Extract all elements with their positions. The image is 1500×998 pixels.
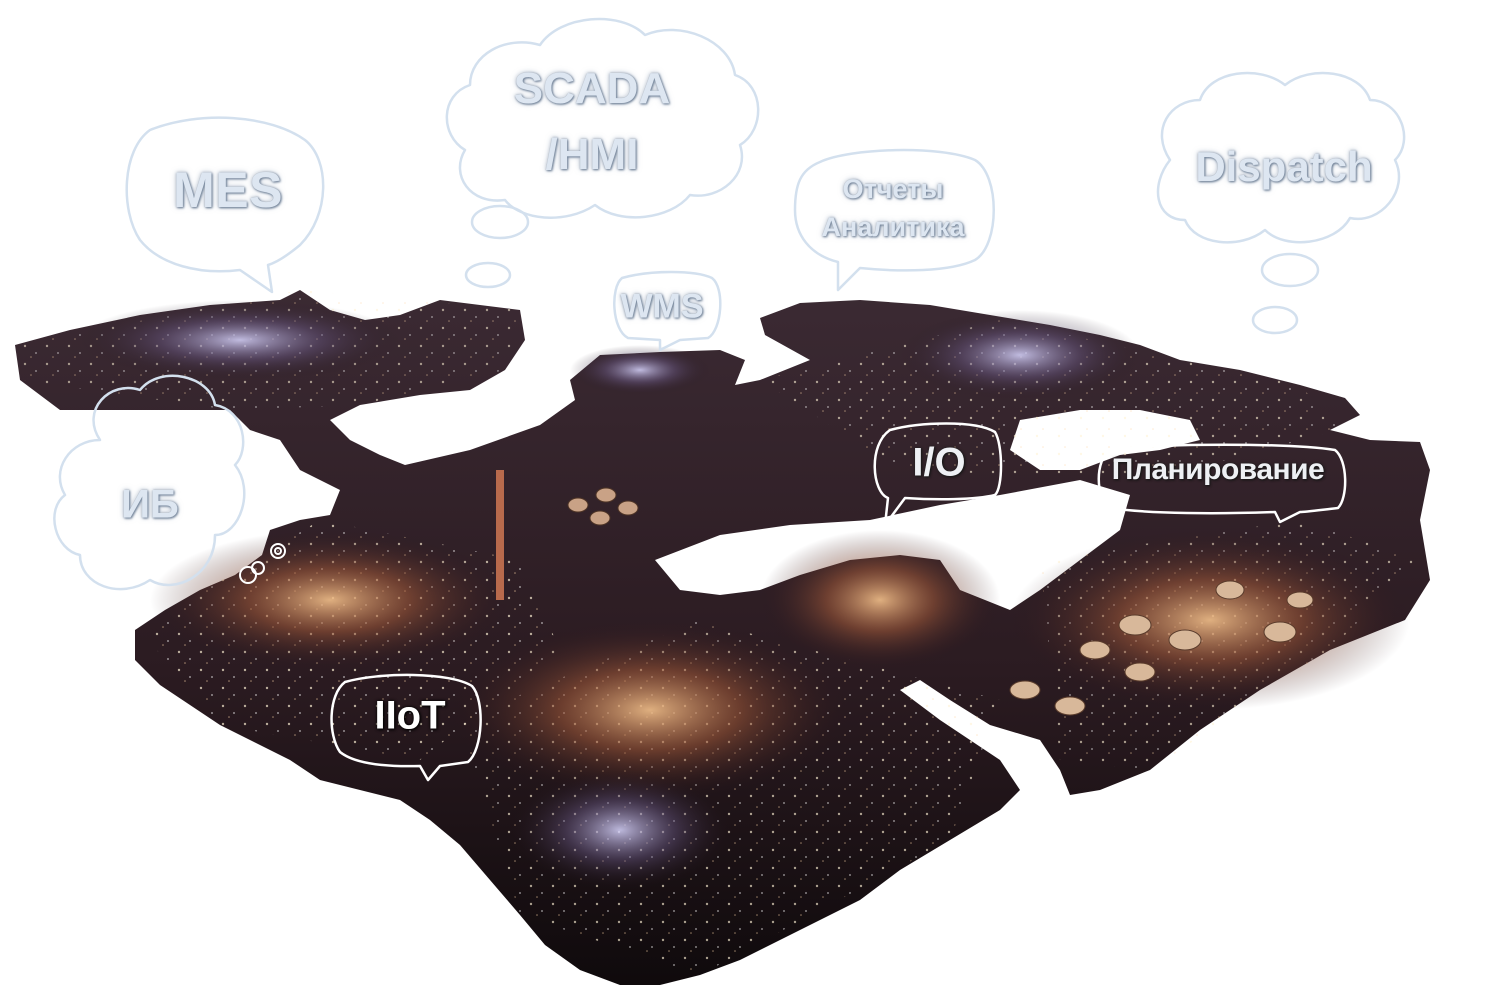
ib-label: ИБ — [121, 482, 179, 527]
io-label: I/O — [912, 440, 966, 485]
scada-hmi-label: SCADA /HMI — [514, 56, 670, 188]
wms-bubble-outline — [613, 270, 722, 352]
ib-cloud-outline — [53, 374, 246, 591]
scada-label-line1: SCADA — [513, 64, 671, 113]
iiot-bubble-outline — [330, 673, 482, 782]
wms-label: WMS — [620, 287, 704, 326]
dispatch-cloud-outline — [1156, 71, 1406, 244]
reports-analytics-label: Отчеты Аналитика — [822, 170, 965, 246]
scada-cloud-outline — [445, 17, 760, 219]
storage-tanks-center — [567, 487, 639, 526]
mes-label: MES — [173, 162, 283, 218]
reports-label-line1: Отчеты — [842, 174, 944, 204]
storage-tanks-right — [1009, 580, 1314, 716]
reports-label-line2: Аналитика — [821, 212, 965, 242]
chimney — [496, 470, 504, 600]
planning-label: Планирование — [1111, 453, 1325, 486]
mes-bubble-outline — [125, 116, 325, 294]
reports-bubble-outline — [793, 148, 995, 292]
planning-bubble-outline — [1097, 443, 1347, 524]
io-bubble-outline — [873, 422, 1003, 527]
iiot-label: IIoT — [374, 693, 446, 738]
dispatch-label: Dispatch — [1195, 143, 1373, 190]
scada-label-line2: /HMI — [545, 130, 639, 179]
